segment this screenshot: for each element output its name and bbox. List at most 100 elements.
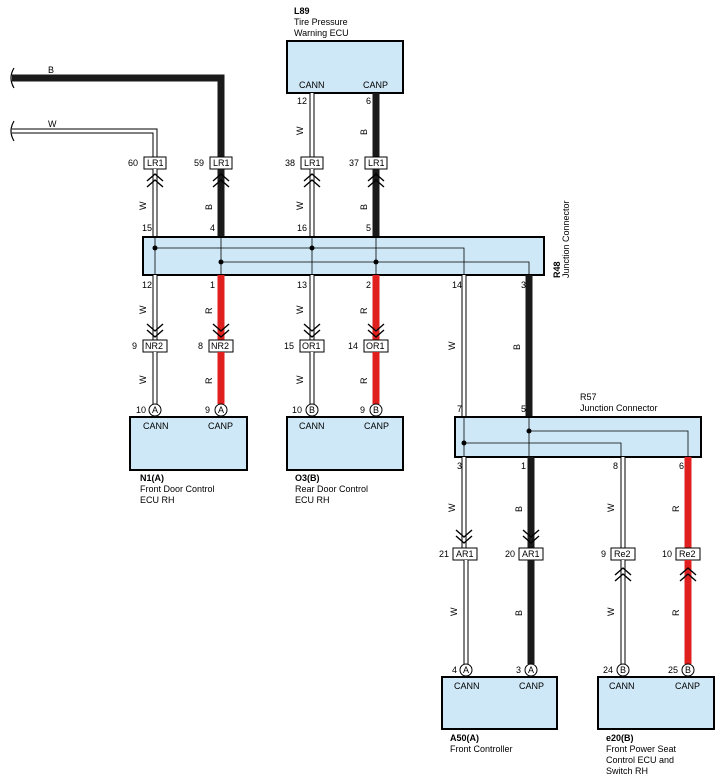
r57-junction-connector [454,416,702,458]
diagram-label: B [309,405,315,415]
junction-name: Junction Connector [561,200,571,278]
diagram-label: 12 [142,280,152,290]
diagram-label: 1 [210,280,215,290]
connector-chevron [614,567,632,582]
diagram-label: ECU RH [295,495,330,505]
diagram-label: 4 [452,665,457,675]
pin-label: CANP [363,80,388,90]
connector-ar1-21: AR1 21 [439,547,478,561]
ecu-name: Warning ECU [294,28,349,38]
junction-code: R48 [552,261,562,278]
diagram-label: 9 [132,341,137,351]
diagram-label: W [138,375,148,384]
wire-segment [529,430,689,457]
diagram-label: W [447,503,457,512]
break-symbol [10,67,15,89]
diagram-label: Switch RH [606,766,648,776]
connector-lr1-59: LR1 59 [194,156,233,170]
diagram-label: 1 [521,461,526,471]
connector-lr1-38: LR1 38 [285,156,324,170]
connector-chevron [455,529,473,544]
break-symbol [10,120,15,142]
diagram-label: B [359,204,369,210]
diagram-label: B [685,665,691,675]
diagram-label: W [449,607,459,616]
connector-or1-14: OR1 14 [348,339,389,353]
incoming-wire-w: W [12,119,158,163]
diagram-label: R [359,307,369,314]
diagram-label: 3 [521,280,526,290]
diagram-label: CANP [675,681,700,691]
diagram-label: 60 [128,158,138,168]
wire-color-label: B [359,129,369,135]
diagram-label: 7 [457,404,462,414]
diagram-label: Re2 [679,549,696,559]
diagram-label: 20 [505,549,515,559]
diagram-label: ECU RH [140,495,175,505]
connector-chevron [212,323,230,338]
ecu-code: L89 [294,6,310,16]
diagram-label: 21 [439,549,449,559]
diagram-label: W [138,201,148,210]
diagram-label: CANN [299,421,325,431]
junction-name: Junction Connector [580,403,658,413]
diagram-label: 9 [360,405,365,415]
diagram-label: CANP [519,681,544,691]
connector-ar1-20: AR1 20 [505,547,544,561]
diagram-label: 14 [452,280,462,290]
diagram-label: CANN [143,421,169,431]
diagram-label: LR1 [213,158,230,168]
connector-chevron [146,173,164,188]
ecu-code: e20(B) [606,733,634,743]
diagram-label: 15 [284,341,294,351]
connector-nr2-8: NR2 8 [198,339,234,353]
diagram-label: B [514,610,524,616]
diagram-label: Front Controller [450,744,513,754]
diagram-label: A [528,665,534,675]
diagram-label: W [138,305,148,314]
diagram-label: 2 [366,280,371,290]
ecu-code: N1(A) [140,473,164,483]
wire-segment [12,74,225,163]
diagram-label: W [447,341,457,350]
diagram-label: CANN [454,681,480,691]
diagram-label: B [512,344,522,350]
pin-marker [309,245,315,251]
wire-color-label: W [295,126,305,135]
diagram-label: LR1 [368,158,385,168]
e20-ecu-box [597,676,715,730]
diagram-label: 8 [198,341,203,351]
wire-color-label: B [48,65,54,75]
wire-segment [464,442,622,457]
ecu-code: O3(B) [295,473,320,483]
diagram-label: Re2 [614,549,631,559]
diagram-label: AR1 [522,549,540,559]
diagram-label: LR1 [304,158,321,168]
diagram-label: Front Power Seat [606,744,677,754]
diagram-label: AR1 [456,549,474,559]
junction-code: R57 [580,392,597,402]
diagram-label: CANP [208,421,233,431]
diagram-label: R [204,307,214,314]
n1-ecu-box [129,416,248,471]
diagram-label: A [218,405,224,415]
diagram-label: CANP [364,421,389,431]
diagram-label: 10 [292,405,302,415]
pin-marker [152,245,158,251]
diagram-label: B [373,405,379,415]
connector-re2-9: Re2 9 [601,547,636,561]
diagram-label: B [620,665,626,675]
diagram-label: A [152,405,158,415]
pin-number: 12 [297,96,307,106]
diagram-label: 24 [603,665,613,675]
connector-lr1-37: LR1 37 [349,156,388,170]
diagram-label: Front Door Control [140,484,215,494]
diagram-label: 10 [136,405,146,415]
diagram-label: A [463,665,469,675]
connector-re2-10: Re2 10 [662,547,701,561]
pin-marker [373,259,379,265]
connector-chevron [522,529,540,544]
connector-chevron [679,567,697,582]
diagram-label: 9 [205,405,210,415]
